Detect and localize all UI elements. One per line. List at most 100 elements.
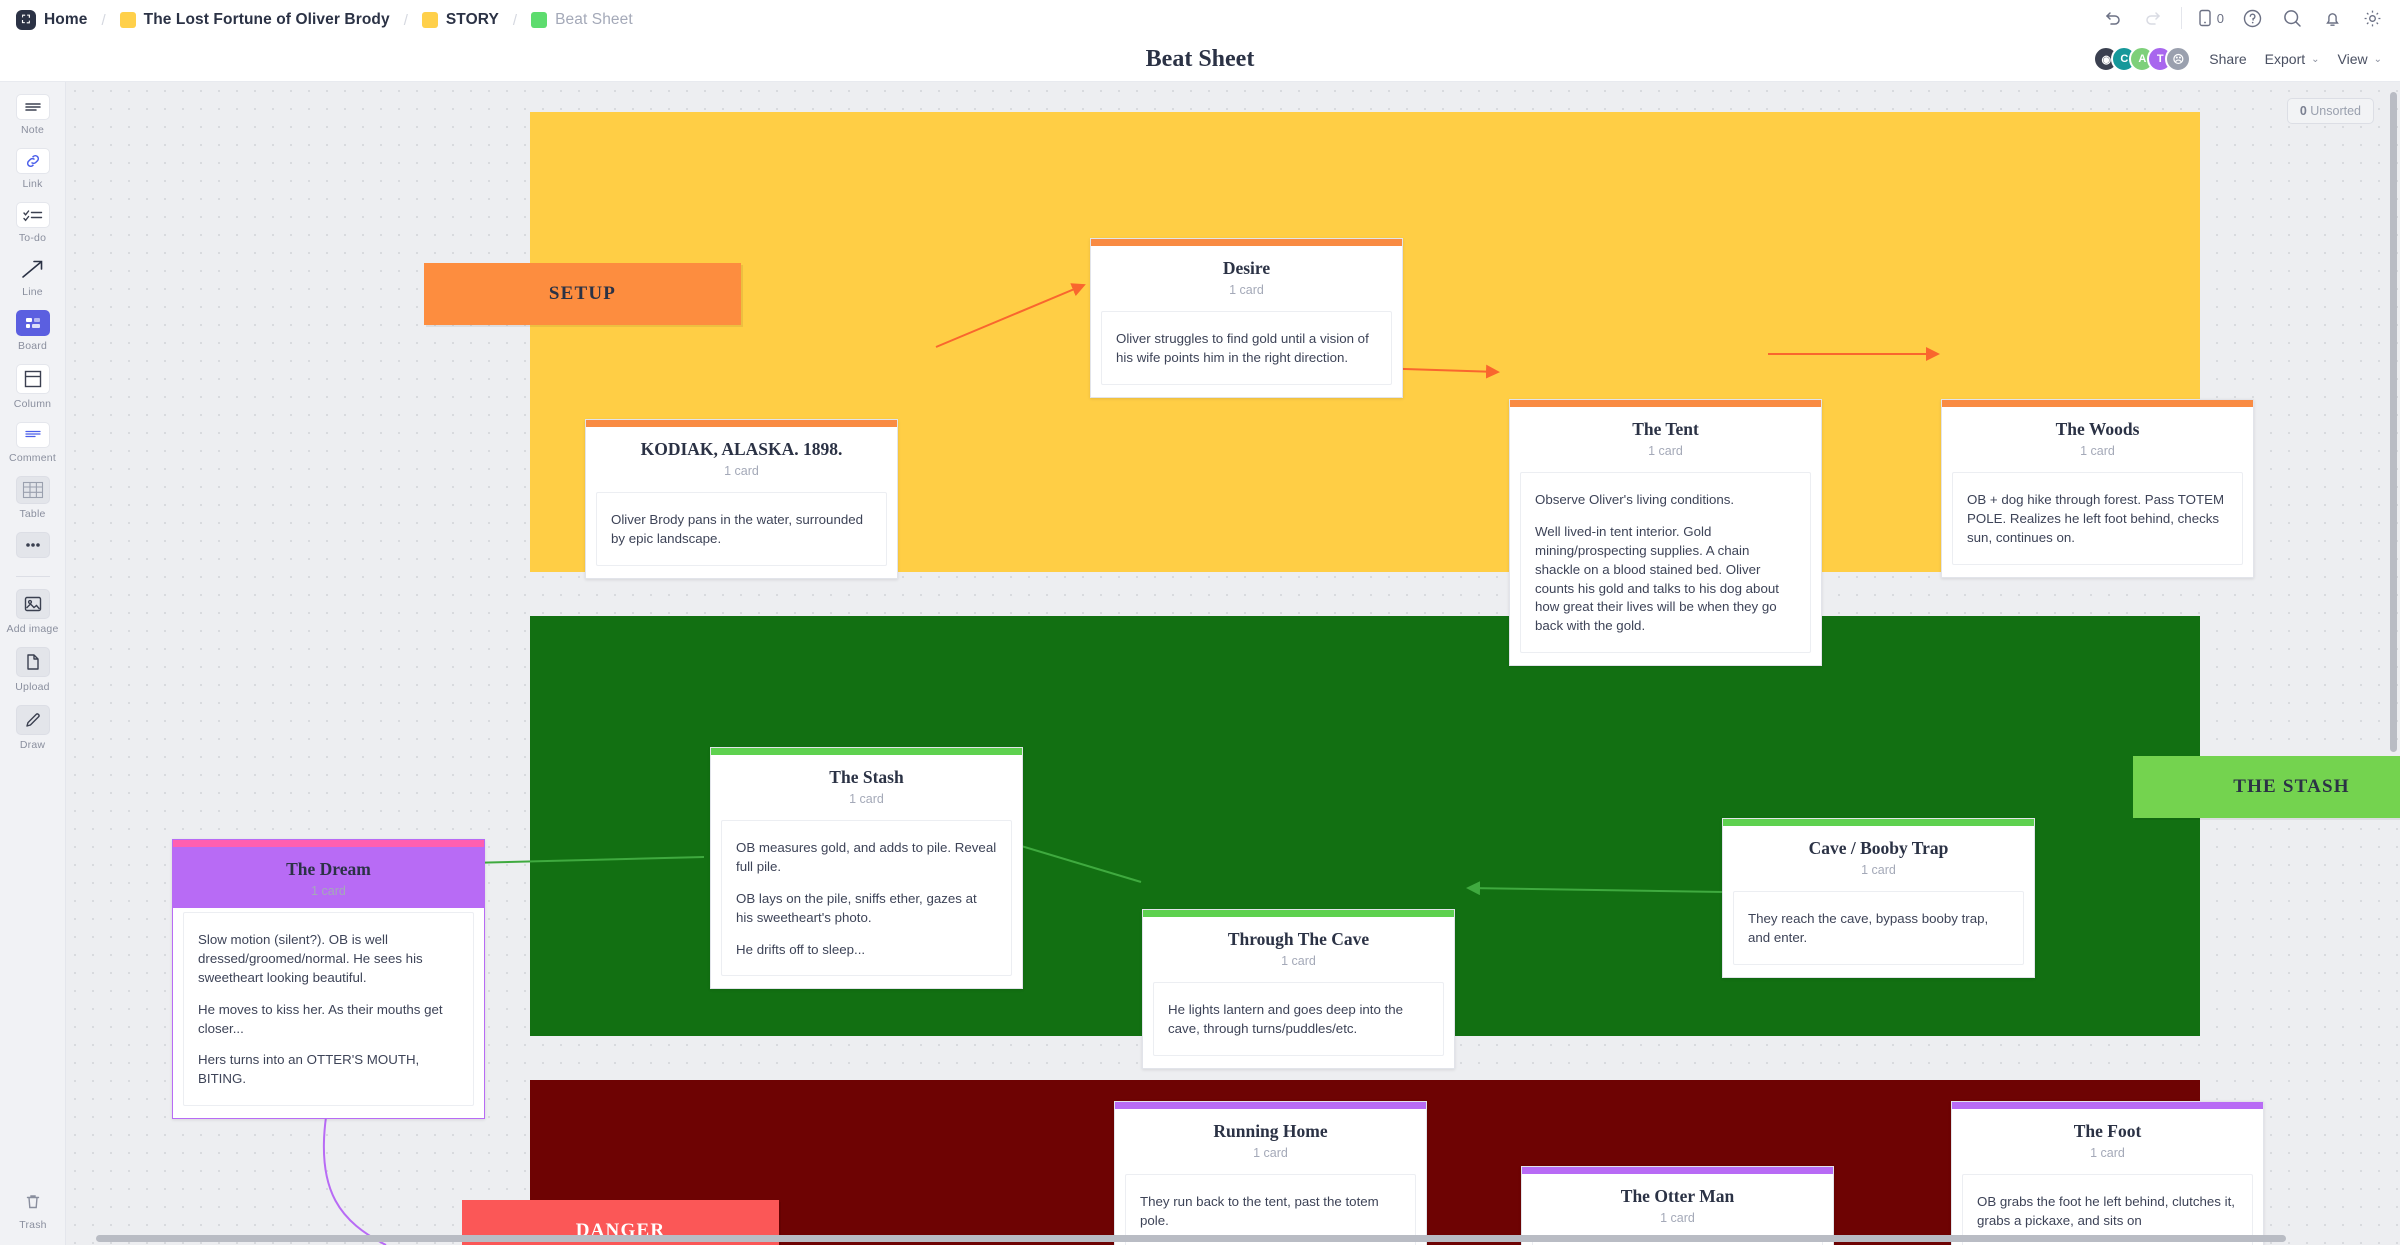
tool-label: Trash bbox=[19, 1219, 47, 1231]
card-paragraph: OB + dog hike through forest. Pass TOTEM… bbox=[1967, 492, 2225, 545]
card-count: 1 card bbox=[2080, 444, 2115, 458]
top-bar-tools: 0 bbox=[2101, 6, 2384, 30]
card-count: 1 card bbox=[1648, 444, 1683, 458]
avatar[interactable]: ☹ bbox=[2165, 46, 2192, 72]
card-accent-bar bbox=[1510, 400, 1821, 407]
board-canvas[interactable]: 0 Unsorted SETUP THE STASH DANGER bbox=[66, 82, 2400, 1245]
left-toolbar: Note Link To-do Line bbox=[0, 82, 66, 1245]
card-count: 1 card bbox=[849, 792, 884, 806]
card-header: The Dream 1 card bbox=[173, 847, 484, 908]
unsorted-badge[interactable]: 0 Unsorted bbox=[2286, 98, 2374, 124]
tool-label: Draw bbox=[19, 739, 46, 751]
card-accent-bar bbox=[586, 420, 897, 427]
more-dots-icon bbox=[15, 532, 50, 558]
card-accent-bar bbox=[1143, 910, 1454, 917]
card-paragraph: Well lived-in tent interior. Gold mining… bbox=[1535, 523, 1779, 634]
card-the-dream[interactable]: The Dream 1 card Slow motion (silent?). … bbox=[172, 839, 485, 1120]
section-chip-setup[interactable]: SETUP bbox=[424, 263, 741, 325]
card-body[interactable]: OB grabs the foot he left behind, clutch… bbox=[1962, 1174, 2253, 1245]
tool-comment[interactable]: Comment bbox=[2, 422, 64, 464]
card-body[interactable]: Slow motion (silent?). OB is well dresse… bbox=[183, 912, 474, 1107]
tool-link[interactable]: Link bbox=[2, 148, 64, 190]
breadcrumb: ⛶ Home / The Lost Fortune of Oliver Brod… bbox=[14, 10, 635, 30]
tool-column[interactable]: Column bbox=[2, 364, 64, 410]
card-body[interactable]: Observe Oliver's living conditions. Well… bbox=[1520, 472, 1811, 654]
tool-table[interactable]: Table bbox=[2, 476, 64, 520]
undo-icon[interactable] bbox=[2101, 6, 2125, 30]
card-count: 1 card bbox=[1229, 283, 1264, 297]
card-body[interactable]: Oliver struggles to find gold until a vi… bbox=[1101, 311, 1392, 385]
share-label: Share bbox=[2209, 51, 2247, 67]
breadcrumb-item-project[interactable]: The Lost Fortune of Oliver Brody bbox=[118, 11, 392, 29]
card-the-stash[interactable]: The Stash 1 card OB measures gold, and a… bbox=[710, 747, 1023, 990]
card-accent-bar bbox=[1522, 1167, 1833, 1174]
card-body[interactable]: They run back to the tent, past the tote… bbox=[1125, 1174, 1416, 1245]
breadcrumb-item-story[interactable]: STORY bbox=[420, 11, 501, 29]
card-body[interactable]: They reach the cave, bypass booby trap, … bbox=[1733, 891, 2024, 965]
notification-bell-icon[interactable] bbox=[2320, 6, 2344, 30]
tool-board[interactable]: Board bbox=[2, 310, 64, 352]
card-count: 1 card bbox=[311, 884, 346, 898]
card-title: The Foot bbox=[2073, 1121, 2142, 1141]
breadcrumb-item-home[interactable]: ⛶ Home bbox=[14, 10, 89, 30]
card-the-woods[interactable]: The Woods 1 card OB + dog hike through f… bbox=[1941, 399, 2254, 578]
chevron-down-icon: ⌄ bbox=[2373, 53, 2382, 65]
card-through-the-cave[interactable]: Through The Cave 1 card He lights lanter… bbox=[1142, 909, 1455, 1069]
tool-upload[interactable]: Upload bbox=[2, 647, 64, 693]
card-title: Cave / Booby Trap bbox=[1808, 838, 1949, 858]
card-title: The Stash bbox=[829, 767, 904, 787]
share-button[interactable]: Share bbox=[2209, 51, 2246, 67]
card-paragraph: He lights lantern and goes deep into the… bbox=[1168, 1002, 1404, 1036]
redo-icon bbox=[2141, 6, 2165, 30]
note-icon bbox=[15, 94, 50, 120]
card-paragraph: He moves to kiss her. As their mouths ge… bbox=[198, 1001, 443, 1036]
breadcrumb-item-beat-sheet[interactable]: Beat Sheet bbox=[529, 11, 635, 29]
section-chip-stash[interactable]: THE STASH bbox=[2133, 756, 2400, 818]
view-button[interactable]: View ⌄ bbox=[2338, 51, 2382, 67]
tool-label: Column bbox=[13, 398, 52, 410]
horizontal-scrollbar[interactable] bbox=[96, 1235, 2286, 1242]
tool-todo[interactable]: To-do bbox=[2, 202, 64, 244]
card-the-tent[interactable]: The Tent 1 card Observe Oliver's living … bbox=[1509, 399, 1822, 667]
card-desire[interactable]: Desire 1 card Oliver struggles to find g… bbox=[1090, 238, 1403, 398]
breadcrumb-separator: / bbox=[403, 11, 408, 29]
card-title: The Woods bbox=[2055, 419, 2140, 439]
search-icon[interactable] bbox=[2280, 6, 2304, 30]
card-body[interactable]: OB + dog hike through forest. Pass TOTEM… bbox=[1952, 472, 2243, 565]
tool-more[interactable] bbox=[2, 532, 64, 558]
tool-note[interactable]: Note bbox=[2, 94, 64, 136]
card-header: The Foot 1 card bbox=[1952, 1109, 2263, 1170]
card-count: 1 card bbox=[1253, 1146, 1288, 1160]
card-the-otter-man[interactable]: The Otter Man 1 card bbox=[1521, 1166, 1834, 1245]
home-logo-icon: ⛶ bbox=[16, 10, 36, 30]
card-body[interactable]: Oliver Brody pans in the water, surround… bbox=[596, 492, 887, 566]
settings-gear-icon[interactable] bbox=[2360, 6, 2384, 30]
card-running-home[interactable]: Running Home 1 card They run back to the… bbox=[1114, 1101, 1427, 1245]
device-preview-button[interactable]: 0 bbox=[2198, 8, 2224, 28]
card-accent-bar bbox=[1115, 1102, 1426, 1109]
comment-icon bbox=[15, 422, 50, 448]
card-kodiak[interactable]: KODIAK, ALASKA. 1898. 1 card Oliver Brod… bbox=[585, 419, 898, 579]
folder-square-icon bbox=[119, 12, 136, 28]
tool-trash[interactable]: Trash bbox=[0, 1189, 66, 1231]
tool-label: Line bbox=[22, 286, 43, 298]
card-body[interactable]: He lights lantern and goes deep into the… bbox=[1153, 982, 1444, 1056]
tool-add-image[interactable]: Add image bbox=[2, 589, 64, 635]
card-accent-bar bbox=[1942, 400, 2253, 407]
help-icon[interactable] bbox=[2240, 6, 2264, 30]
collaborator-avatars[interactable]: ◉ C A T ☹ bbox=[2093, 46, 2192, 72]
card-count: 1 card bbox=[1660, 1211, 1695, 1225]
card-header: Running Home 1 card bbox=[1115, 1109, 1426, 1170]
card-cave-booby-trap[interactable]: Cave / Booby Trap 1 card They reach the … bbox=[1722, 818, 2035, 978]
tool-label: Board bbox=[17, 340, 48, 352]
toolbar-divider bbox=[2180, 7, 2182, 29]
tool-label: Table bbox=[19, 508, 46, 520]
tool-draw[interactable]: Draw bbox=[2, 705, 64, 751]
tool-line[interactable]: Line bbox=[2, 256, 64, 298]
card-accent-bar bbox=[1091, 239, 1402, 246]
export-button[interactable]: Export ⌄ bbox=[2265, 51, 2320, 67]
card-body[interactable]: OB measures gold, and adds to pile. Reve… bbox=[721, 820, 1012, 977]
card-the-foot[interactable]: The Foot 1 card OB grabs the foot he lef… bbox=[1951, 1101, 2264, 1245]
vertical-scrollbar[interactable] bbox=[2390, 92, 2397, 752]
folder-square-icon bbox=[421, 12, 438, 28]
